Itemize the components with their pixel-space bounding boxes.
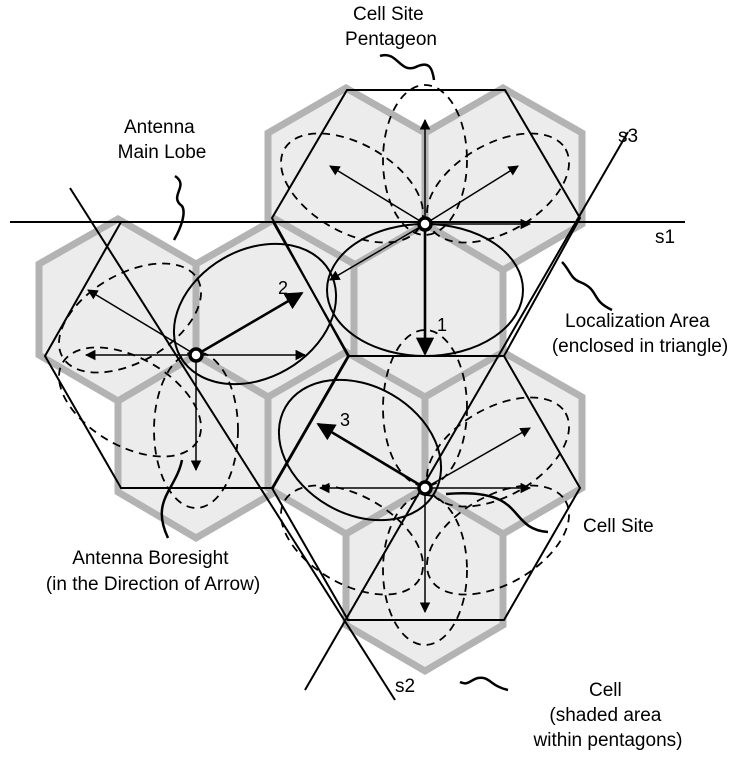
main-lobe-3 [277, 378, 443, 522]
label-cell-site-pentagon: Cell Site Pentageon [345, 4, 437, 50]
cell-site-left [188, 347, 204, 363]
line-s3 [304, 131, 629, 691]
pentagon-bottom [270, 355, 582, 621]
arrow-2 [195, 291, 304, 357]
cell-site-markers [188, 216, 433, 496]
label-s3: s3 [618, 126, 638, 147]
cell-site-bottom [417, 480, 433, 496]
arrow-number-2: 2 [278, 278, 288, 298]
arrow-3 [316, 422, 426, 490]
sector-lines [10, 131, 685, 701]
label-cell: Cell (shaded area within pentagons) [533, 680, 683, 751]
label-antenna-boresight: Antenna Boresight (in the Direction of A… [46, 548, 260, 595]
boresight-arrows [84, 118, 532, 614]
numbered-arrows [195, 224, 435, 490]
label-antenna-main-lobe: Antenna Main Lobe [118, 117, 207, 163]
arrow-number-1: 1 [437, 315, 447, 335]
label-localization-area: Localization Area (enclosed in triangle) [552, 311, 728, 357]
label-s1: s1 [655, 227, 675, 248]
callouts [160, 53, 613, 692]
arrow-number-3: 3 [340, 410, 350, 430]
line-s2 [69, 187, 396, 701]
label-s2: s2 [395, 676, 415, 697]
label-cell-site: Cell Site [583, 516, 654, 537]
cell-site-top [417, 216, 433, 232]
